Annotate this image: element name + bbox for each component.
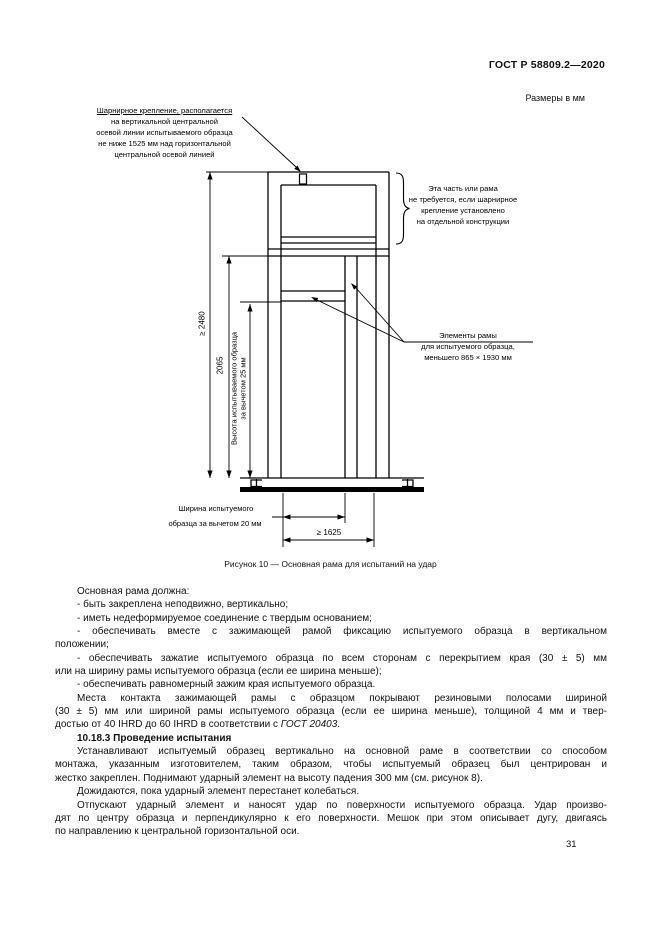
- body-line: Отпускают ударный элемент и наносят удар…: [77, 799, 607, 811]
- page-number: 31: [566, 839, 577, 850]
- hinge-annotation-line: Шарнирное крепление, располагается: [96, 106, 233, 115]
- doc-number: ГОСТ Р 58809.2—2020: [488, 59, 605, 71]
- dimension-total-height: ≥ 2480: [197, 311, 207, 336]
- top-part-annotation-line: Эта часть или рама: [428, 184, 498, 193]
- hinge-annotation-line: не ниже 1525 мм над горизонтальной: [98, 138, 231, 148]
- body-line: или на ширину рамы испытуемого образца (…: [55, 666, 382, 678]
- standard-reference: ГОСТ 20403: [280, 719, 338, 731]
- body-line: - обеспечивать равномерный зажим края ис…: [77, 679, 376, 691]
- frame-drawing: [206, 116, 533, 547]
- frame-elements-annotation: Элементы рамы для испытуемого образца, м…: [402, 331, 534, 364]
- body-line-with-reference: достью от 40 IHRD до 60 IHRD в соответст…: [55, 718, 607, 731]
- dimension-total-width: ≥ 1625: [316, 528, 342, 537]
- dimension-specimen-height-line2: за вычетом 25 мм: [238, 357, 248, 420]
- base-beam: [240, 487, 424, 492]
- hinge-annotation: Шарнирное крепление, располагается на ве…: [82, 106, 247, 161]
- figure-caption: Рисунок 10 — Основная рама для испытаний…: [224, 559, 437, 569]
- dimension-specimen-height-line1: Высота испытываемого образца: [229, 331, 239, 446]
- hinge-annotation-line: центральной осевой линией: [114, 149, 215, 159]
- body-line: Места контакта зажимающей рамы с образцо…: [77, 692, 607, 704]
- dimension-mid-height: 2065: [215, 356, 225, 375]
- body-text: Основная рама должна: - быть закреплена …: [55, 585, 607, 839]
- dimension-specimen-width-line2: образца за вычетом 20 мм: [168, 519, 262, 528]
- curly-brace: [395, 172, 410, 245]
- top-part-annotation-line: крепление установлено: [421, 205, 505, 215]
- units-note: Размеры в мм: [525, 93, 585, 103]
- hinge-annotation-line: на вертикальной центральной: [111, 116, 218, 126]
- frame-elements-annotation-line: меньшего 865 × 1930 мм: [424, 352, 512, 362]
- body-line: - обеспечивать зажатие испытуемого образ…: [77, 652, 607, 664]
- frame-elements-annotation-line: Элементы рамы: [439, 331, 497, 340]
- body-line: (30 ± 5) мм или шириной рамы испытуемого…: [55, 706, 607, 718]
- section-heading: 10.18.3 Проведение испытания: [77, 732, 232, 744]
- frame-elements-annotation-line: для испытуемого образца,: [421, 341, 515, 351]
- body-line: жестко закреплен. Поднимают ударный элем…: [55, 772, 483, 784]
- top-part-annotation-line: не требуется, если шарнирное: [408, 194, 518, 204]
- body-line: Устанавливают испытуемый образец вертика…: [77, 746, 607, 758]
- body-line: Дожидаются, пока ударный элемент переста…: [77, 786, 360, 798]
- body-line: по направлению к центральной горизонталь…: [55, 826, 300, 838]
- body-line: монтажа, указанным изготовителем, таким …: [55, 759, 607, 771]
- body-line: - быть закреплена неподвижно, вертикальн…: [77, 599, 289, 611]
- body-line-part: достью от 40 IHRD до 60 IHRD в соответст…: [55, 719, 281, 731]
- dimension-specimen-width-line1: Ширина испытуемого: [178, 504, 254, 513]
- body-line: положении;: [55, 639, 109, 651]
- body-line: - иметь недеформируемое соединение с тве…: [77, 612, 372, 624]
- top-part-annotation-line: на отдельной конструкции: [416, 216, 510, 226]
- top-part-annotation: Эта часть или рама не требуется, если ша…: [402, 184, 524, 228]
- hinge-annotation-line: осевой линии испытываемого образца: [96, 127, 233, 137]
- body-line-part: .: [337, 719, 341, 731]
- hinge-fixing-rect: [298, 173, 308, 185]
- body-line: Основная рама должна:: [77, 586, 190, 597]
- body-line: дят по центру образца и перпендикулярно …: [55, 812, 607, 824]
- body-line: - обеспечивать вместе с зажимающей рамой…: [77, 626, 607, 638]
